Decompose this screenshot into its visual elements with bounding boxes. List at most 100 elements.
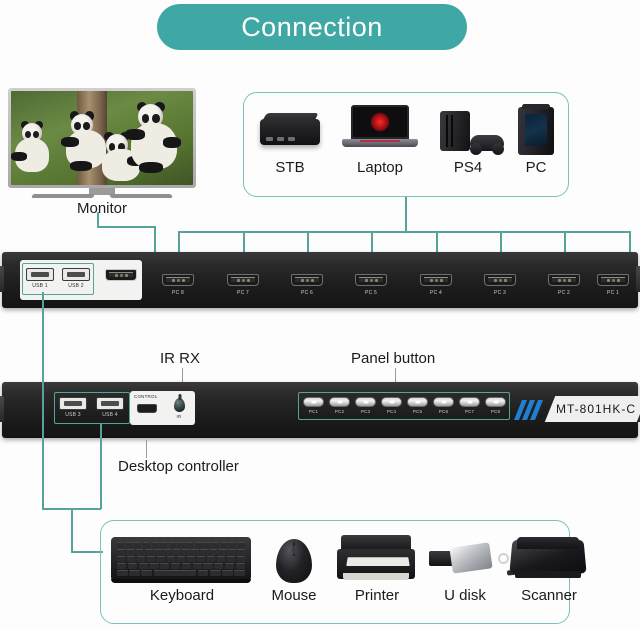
hdmi-input-pc2[interactable]	[548, 274, 580, 286]
keyboard-icon	[111, 527, 253, 587]
source-device-ps4: PS4	[428, 99, 508, 176]
panel-button-pc3-label: PC3	[360, 409, 371, 414]
page-title-banner: Connection	[157, 4, 467, 50]
usb-port-3-label: USB 3	[65, 412, 81, 418]
hdmi-input-pc1[interactable]	[597, 274, 629, 286]
rear-usb-highlight	[54, 392, 130, 424]
desktop-tower-icon	[506, 99, 566, 157]
usb-port-2[interactable]	[62, 268, 90, 281]
rack-ear-left	[0, 266, 4, 292]
panel-button-pc5-label: PC5	[412, 409, 423, 414]
model-number: MT-801HK-C	[555, 402, 636, 416]
connector-source-bus	[178, 231, 630, 233]
hdmi-input-pc5[interactable]	[355, 274, 387, 286]
control-port[interactable]	[137, 404, 157, 413]
peripheral-label-keyboard: Keyboard	[149, 587, 215, 604]
source-device-laptop: Laptop	[334, 99, 426, 176]
connector-to-pc3	[500, 231, 502, 261]
panel-button-pc5[interactable]	[407, 397, 428, 407]
usb-port-3[interactable]	[59, 397, 87, 410]
connector-monitor-up	[97, 212, 99, 227]
monitor-group: Monitor	[4, 88, 200, 218]
usb-port-1[interactable]	[26, 268, 54, 281]
rack-ear-left-rear	[0, 396, 4, 422]
annotation-desktop-controller: Desktop controller	[118, 458, 239, 475]
panel-button-pc6-label: PC6	[438, 409, 449, 414]
panel-button-pc7[interactable]	[459, 397, 480, 407]
panel-button-pc7-label: PC7	[464, 409, 475, 414]
scanner-icon	[505, 527, 593, 587]
peripheral-keyboard: Keyboard	[111, 527, 253, 604]
hdmi-input-pc5-label: PC 5	[365, 290, 377, 296]
connector-usb-left-vertical	[42, 316, 44, 509]
leader-desktop-controller	[146, 440, 147, 458]
connector-to-pc5	[371, 231, 373, 261]
set-top-box-icon	[252, 99, 328, 157]
monitor-foot-right	[109, 194, 173, 198]
connector-usb34-down	[100, 424, 102, 509]
source-label-laptop: Laptop	[357, 159, 403, 176]
panel-button-pc4[interactable]	[381, 397, 402, 407]
panel-button-pc2[interactable]	[329, 397, 350, 407]
usb-port-1-label: USB 1	[32, 283, 48, 289]
front-usb-highlight	[22, 263, 94, 295]
panel-button-pc1-label: PC1	[308, 409, 319, 414]
panda-right-body	[125, 122, 182, 173]
hdmi-input-pc7[interactable]	[227, 274, 259, 286]
panel-button-pc8-label: PC8	[490, 409, 501, 414]
connector-to-pc8	[178, 231, 180, 261]
connector-source-bus-drop	[405, 197, 407, 232]
monitor-bezel	[8, 88, 196, 188]
ir-receiver-icon	[174, 398, 185, 412]
panel-button-pc1[interactable]	[303, 397, 324, 407]
panda-left-body	[11, 138, 49, 172]
hdmi-input-pc6[interactable]	[291, 274, 323, 286]
mouse-icon	[259, 527, 329, 587]
hdmi-input-pc8[interactable]	[162, 274, 194, 286]
usb-port-4-label: USB 4	[102, 412, 118, 418]
source-label-stb: STB	[275, 159, 305, 176]
panel-button-pc8[interactable]	[485, 397, 506, 407]
source-device-pc: PC	[506, 99, 566, 176]
panel-button-pc4-label: PC4	[386, 409, 397, 414]
panel-button-pc3[interactable]	[355, 397, 376, 407]
connector-to-pc1	[629, 231, 631, 261]
panel-button-pc6[interactable]	[433, 397, 454, 407]
usb-port-2-label: USB 2	[68, 283, 84, 289]
monitor-foot-left	[31, 194, 95, 198]
hdmi-input-pc8-label: PC 8	[172, 290, 184, 296]
hdmi-input-pc3-label: PC 3	[494, 290, 506, 296]
monitor-screen	[11, 91, 193, 185]
hdmi-input-pc3[interactable]	[484, 274, 516, 286]
peripheral-printer: Printer	[333, 527, 421, 604]
peripheral-label-scanner: Scanner	[521, 587, 577, 604]
hdmi-input-pc4[interactable]	[420, 274, 452, 286]
brand-stripes-icon	[513, 400, 544, 420]
monitor-stand-neck	[89, 188, 115, 195]
connector-monitor-to-hdmi-out	[154, 226, 156, 262]
hdmi-input-pc4-label: PC 4	[430, 290, 442, 296]
connector-peripherals-entry	[71, 551, 103, 553]
connector-to-pc2	[564, 231, 566, 261]
annotation-ir-rx: IR RX	[160, 350, 201, 367]
connector-monitor-horizontal	[97, 226, 155, 228]
peripherals-group: Keyboard Mouse Printer U disk	[100, 520, 587, 624]
source-label-ps4: PS4	[453, 159, 483, 176]
source-devices-group: STB Laptop PS4 PC	[243, 92, 569, 197]
laptop-icon	[334, 99, 426, 157]
connector-usb1-down-a	[42, 292, 44, 316]
peripheral-label-printer: Printer	[354, 587, 400, 604]
panda-mid-upper	[69, 111, 95, 136]
hdmi-output-port[interactable]	[105, 269, 137, 281]
printer-icon	[333, 527, 421, 587]
source-device-stb: STB	[252, 99, 328, 176]
hdmi-input-pc7-label: PC 7	[237, 290, 249, 296]
annotation-panel-button: Panel button	[351, 350, 436, 367]
panel-buttons-highlight	[298, 392, 510, 420]
kvm-rear-panel: USB 3 USB 4 CONTROL IR PC1 PC2 PC3 PC4 P…	[0, 382, 640, 438]
hdmi-input-pc6-label: PC 6	[301, 290, 313, 296]
peripheral-label-udisk: U disk	[444, 587, 486, 604]
panel-button-pc2-label: PC2	[334, 409, 345, 414]
usb-port-4[interactable]	[96, 397, 124, 410]
